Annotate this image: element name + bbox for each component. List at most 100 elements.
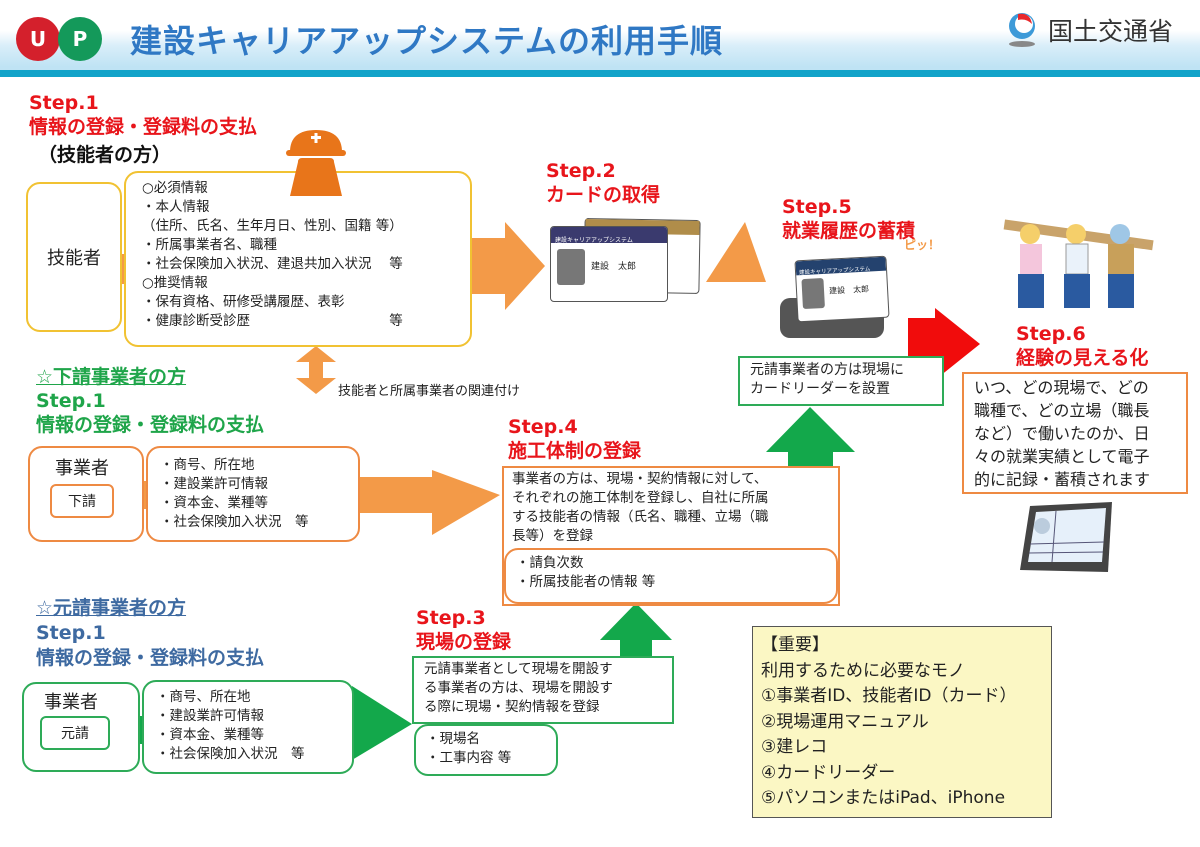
arrow-prime-to-step3: [352, 686, 412, 760]
step4-box: 事業者の方は、現場・契約情報に対して、 それぞれの施工体制を登録し、自社に所属 …: [502, 466, 840, 606]
prime-info-box: ・商号、所在地 ・建設業許可情報 ・資本金、業種等 ・社会保険加入状況 等: [142, 680, 354, 774]
step6-desc-line: など）で働いたのか、日: [974, 424, 1150, 443]
arrow-step3-to-step4: [600, 603, 672, 656]
important-subtitle: 利用するために必要なモノ: [761, 660, 965, 681]
important-item: ⑤パソコンまたはiPad、iPhone: [761, 788, 1006, 808]
worker-info-item: ・健康診断受診歴 等: [142, 313, 403, 329]
step5-note-line: カードリーダーを設置: [750, 381, 890, 397]
beep-text: ピッ！: [904, 238, 941, 252]
worker-info-box: ○必須情報 ・本人情報 （住所、氏名、生年月日、性別、国籍 等） ・所属事業者名…: [124, 171, 472, 347]
step3-item: ・工事内容 等: [426, 750, 512, 766]
step4-item: ・所属技能者の情報 等: [516, 574, 656, 590]
worker-info-item: ○必須情報: [142, 180, 208, 196]
arrow-card-to-reader: [706, 222, 766, 282]
card-front-illustration: 建設キャリアアップシステム 建設 太郎: [550, 226, 668, 302]
important-item: ③建レコ: [761, 737, 828, 757]
step4-label: Step.4: [508, 416, 578, 438]
step4-items-box: ・請負次数 ・所属技能者の情報 等: [504, 548, 838, 604]
important-item: ①事業者ID、技能者ID（カード）: [761, 686, 1017, 706]
worker-actor-box: 技能者: [26, 182, 122, 332]
worker-actor-label: 技能者: [47, 248, 101, 269]
step3-desc-line: る事業者の方は、現場を開設す: [424, 680, 613, 696]
step6-desc-line: 的に記録・蓄積されます: [974, 470, 1151, 489]
step5-label: Step.5: [782, 196, 852, 218]
link-note: 技能者と所属事業者の関連付け: [338, 384, 521, 399]
worker-helmet-icon: [286, 130, 346, 196]
step3-item: ・現場名: [426, 731, 480, 747]
prime-info-item: ・社会保険加入状況 等: [156, 746, 305, 762]
prime-section-label: ☆元請事業者の方: [36, 597, 187, 619]
step4-desc-line: それぞれの施工体制を登録し、自社に所属: [512, 490, 769, 506]
sub-info-box: ・商号、所在地 ・建設業許可情報 ・資本金、業種等 ・社会保険加入状況 等: [146, 446, 360, 542]
arrow-worker-to-card: [470, 222, 545, 310]
header-banner: [0, 0, 1200, 76]
step3-desc-line: る際に現場・契約情報を登録: [424, 699, 600, 715]
ministry-name: 国土交通省: [1048, 17, 1174, 46]
header-divider: [0, 70, 1200, 77]
step4-desc-line: 事業者の方は、現場・契約情報に対して、: [512, 471, 768, 487]
connector-worker-right: [470, 250, 476, 282]
step1-prime-label: Step.1: [36, 622, 106, 644]
sub-info-item: ・社会保険加入状況 等: [160, 514, 309, 530]
step4-item: ・請負次数: [516, 555, 584, 571]
prime-info-item: ・商号、所在地: [156, 689, 251, 705]
sub-actor-tag: 下請: [50, 484, 114, 518]
prime-info-item: ・資本金、業種等: [156, 727, 264, 743]
step2-heading: カードの取得: [546, 184, 661, 206]
step3-desc-line: 元請事業者として現場を開設す: [424, 661, 613, 677]
step6-label: Step.6: [1016, 323, 1086, 345]
step1-sub-heading: 情報の登録・登録料の支払: [36, 414, 265, 436]
step4-heading: 施工体制の登録: [508, 440, 642, 462]
arrow-step4-to-step5: [766, 407, 855, 466]
sub-info-item: ・資本金、業種等: [160, 495, 268, 511]
mlit-logo-icon: [1004, 10, 1040, 50]
step6-desc-line: いつ、どの現場で、どの: [974, 378, 1149, 397]
step5-heading: 就業履歴の蓄積: [782, 220, 916, 242]
step3-items-box: ・現場名 ・工事内容 等: [414, 724, 558, 776]
step3-heading: 現場の登録: [416, 631, 512, 653]
card-photo-icon: [557, 249, 585, 285]
step6-desc-line: 々の就業実績として電子: [974, 447, 1150, 466]
arrow-sub-to-step4: [358, 470, 500, 535]
worker-info-item: ・保有資格、研修受講履歴、表彰: [142, 294, 345, 310]
sub-info-item: ・商号、所在地: [160, 457, 255, 473]
worker-info-item: ・所属事業者名、職種: [142, 237, 277, 253]
ccus-logo: U P: [12, 14, 112, 64]
worker-info-item: ・社会保険加入状況、建退共加入状況 等: [142, 256, 403, 272]
step3-label: Step.3: [416, 607, 486, 629]
card-photo-icon: [801, 277, 825, 310]
step1-worker-label: Step.1: [29, 92, 99, 114]
step6-desc-line: 職種で、どの立場（職長: [974, 401, 1150, 420]
worker-info-item: （住所、氏名、生年月日、性別、国籍 等）: [142, 218, 403, 234]
step5-note-line: 元請事業者の方は現場に: [750, 362, 904, 378]
step2-label: Step.2: [546, 160, 616, 182]
prime-info-item: ・建設業許可情報: [156, 708, 264, 724]
page-title: 建設キャリアアップシステムの利用手順: [130, 22, 724, 60]
step6-box: いつ、どの現場で、どの 職種で、どの立場（職長 など）で働いたのか、日 々の就業…: [962, 372, 1188, 494]
step1-worker-subheading: （技能者の方）: [38, 144, 172, 166]
logo-p-circle: P: [58, 17, 102, 61]
prime-actor-label: 事業者: [44, 692, 98, 713]
important-box: 【重要】 利用するために必要なモノ ①事業者ID、技能者ID（カード） ②現場運…: [752, 626, 1052, 818]
card-on-reader-illustration: 建設キャリアアップシステム 建設 太郎: [794, 255, 890, 323]
sub-actor-box: 事業者 下請: [28, 446, 144, 542]
step5-note-box: 元請事業者の方は現場に カードリーダーを設置: [738, 356, 944, 406]
tablet-icon: [1020, 502, 1112, 572]
logo-u-circle: U: [16, 17, 60, 61]
worker-info-item: ○推奨情報: [142, 275, 208, 291]
prime-actor-box: 事業者 元請: [22, 682, 140, 772]
sub-section-label: ☆下請事業者の方: [36, 366, 187, 388]
link-double-arrow: [296, 346, 336, 394]
step1-prime-heading: 情報の登録・登録料の支払: [36, 647, 265, 669]
worker-info-item: ・本人情報: [142, 199, 210, 215]
step4-desc-line: する技能者の情報（氏名、職種、立場（職: [512, 509, 769, 525]
step4-desc-line: 長等）を登録: [512, 528, 593, 544]
step1-worker-heading: 情報の登録・登録料の支払: [29, 116, 258, 138]
sub-actor-label: 事業者: [55, 458, 109, 479]
step3-box: 元請事業者として現場を開設す る事業者の方は、現場を開設す る際に現場・契約情報…: [412, 656, 674, 724]
important-title: 【重要】: [761, 635, 829, 655]
step1-sub-label: Step.1: [36, 390, 106, 412]
prime-actor-tag: 元請: [40, 716, 110, 750]
sub-info-item: ・建設業許可情報: [160, 476, 268, 492]
